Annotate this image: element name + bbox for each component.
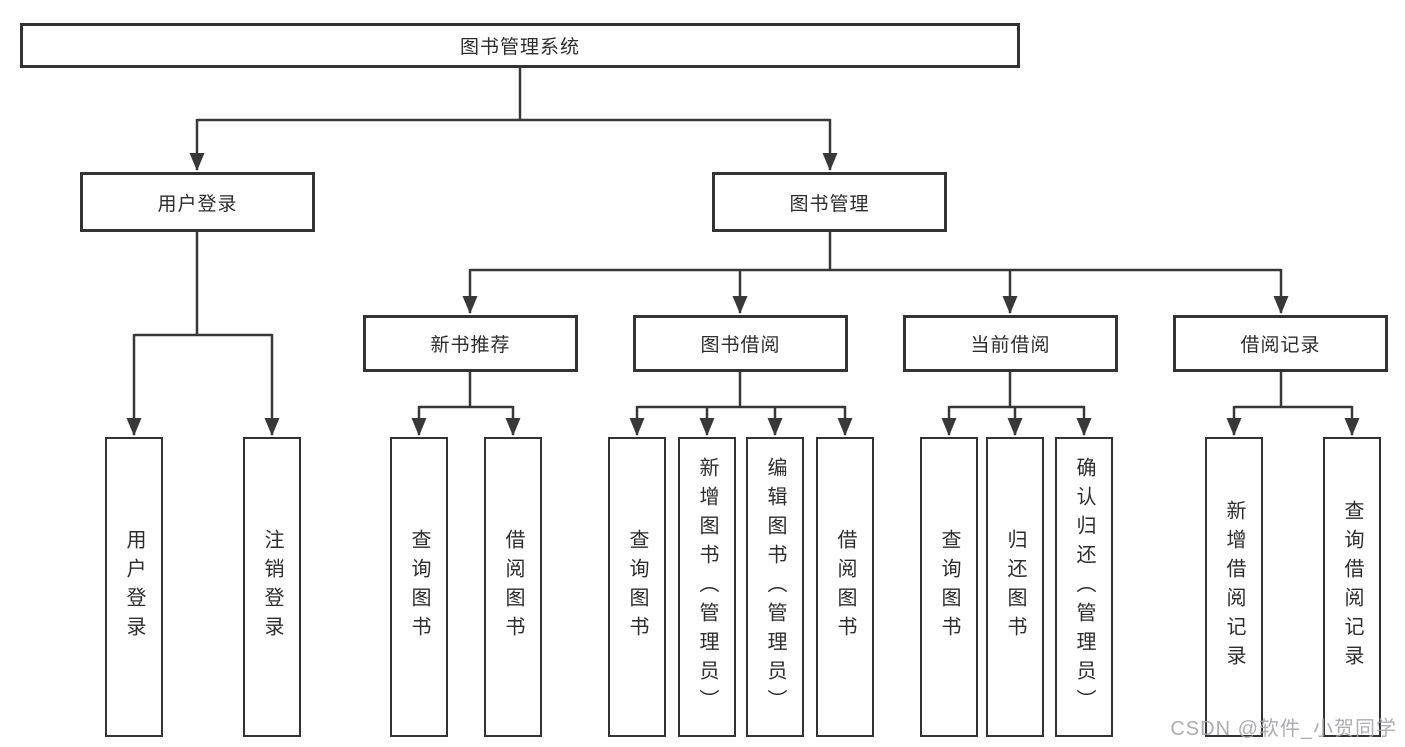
- node-book-borrowing-label: 图书借阅: [700, 335, 781, 356]
- leaf-confirm-return-admin-label: 确认归还（管理员）: [1073, 456, 1095, 718]
- leaf-query-books-borrowing-label: 查询图书: [626, 529, 648, 645]
- node-user-login-label: 用户登录: [157, 193, 238, 215]
- leaf-add-borrow-record-label: 新增借阅记录: [1223, 500, 1245, 674]
- leaf-query-books-current: 查询图书: [920, 437, 978, 737]
- leaf-borrow-books-recommend: 借阅图书: [484, 437, 542, 737]
- node-book-management: 图书管理: [712, 172, 947, 232]
- leaf-query-books-borrowing: 查询图书: [608, 437, 666, 737]
- leaf-confirm-return-admin: 确认归还（管理员）: [1055, 437, 1113, 737]
- leaf-user-login: 用户登录: [105, 437, 163, 737]
- leaf-borrow-books-label: 借阅图书: [834, 529, 856, 645]
- node-new-book-recommend: 新书推荐: [363, 315, 578, 372]
- leaf-add-book-admin-label: 新增图书（管理员）: [696, 456, 718, 718]
- node-borrowing-records-label: 借阅记录: [1240, 335, 1321, 356]
- leaf-user-login-label: 用户登录: [123, 529, 145, 645]
- leaf-edit-book-admin: 编辑图书（管理员）: [746, 437, 804, 737]
- leaf-logout: 注销登录: [243, 437, 301, 737]
- node-book-management-label: 图书管理: [789, 193, 870, 215]
- node-user-login: 用户登录: [80, 172, 315, 232]
- leaf-borrow-books: 借阅图书: [816, 437, 874, 737]
- node-current-borrowing-label: 当前借阅: [970, 335, 1051, 356]
- leaf-query-books-recommend: 查询图书: [390, 437, 448, 737]
- leaf-logout-label: 注销登录: [261, 529, 283, 645]
- watermark: CSDN @软件_小贺同学: [1170, 718, 1397, 740]
- leaf-return-books-label: 归还图书: [1004, 529, 1026, 645]
- leaf-query-borrow-record-label: 查询借阅记录: [1341, 500, 1363, 674]
- leaf-borrow-books-recommend-label: 借阅图书: [502, 529, 524, 645]
- leaf-query-books-recommend-label: 查询图书: [408, 529, 430, 645]
- leaf-add-borrow-record: 新增借阅记录: [1205, 437, 1263, 737]
- leaf-return-books: 归还图书: [986, 437, 1044, 737]
- node-root-label: 图书管理系统: [459, 37, 580, 58]
- leaf-query-borrow-record: 查询借阅记录: [1323, 437, 1381, 737]
- node-new-book-recommend-label: 新书推荐: [430, 335, 511, 356]
- node-book-borrowing: 图书借阅: [633, 315, 848, 372]
- node-borrowing-records: 借阅记录: [1173, 315, 1388, 372]
- node-current-borrowing: 当前借阅: [903, 315, 1118, 372]
- leaf-add-book-admin: 新增图书（管理员）: [678, 437, 736, 737]
- leaf-query-books-current-label: 查询图书: [938, 529, 960, 645]
- leaf-edit-book-admin-label: 编辑图书（管理员）: [764, 456, 786, 718]
- node-root: 图书管理系统: [20, 23, 1020, 68]
